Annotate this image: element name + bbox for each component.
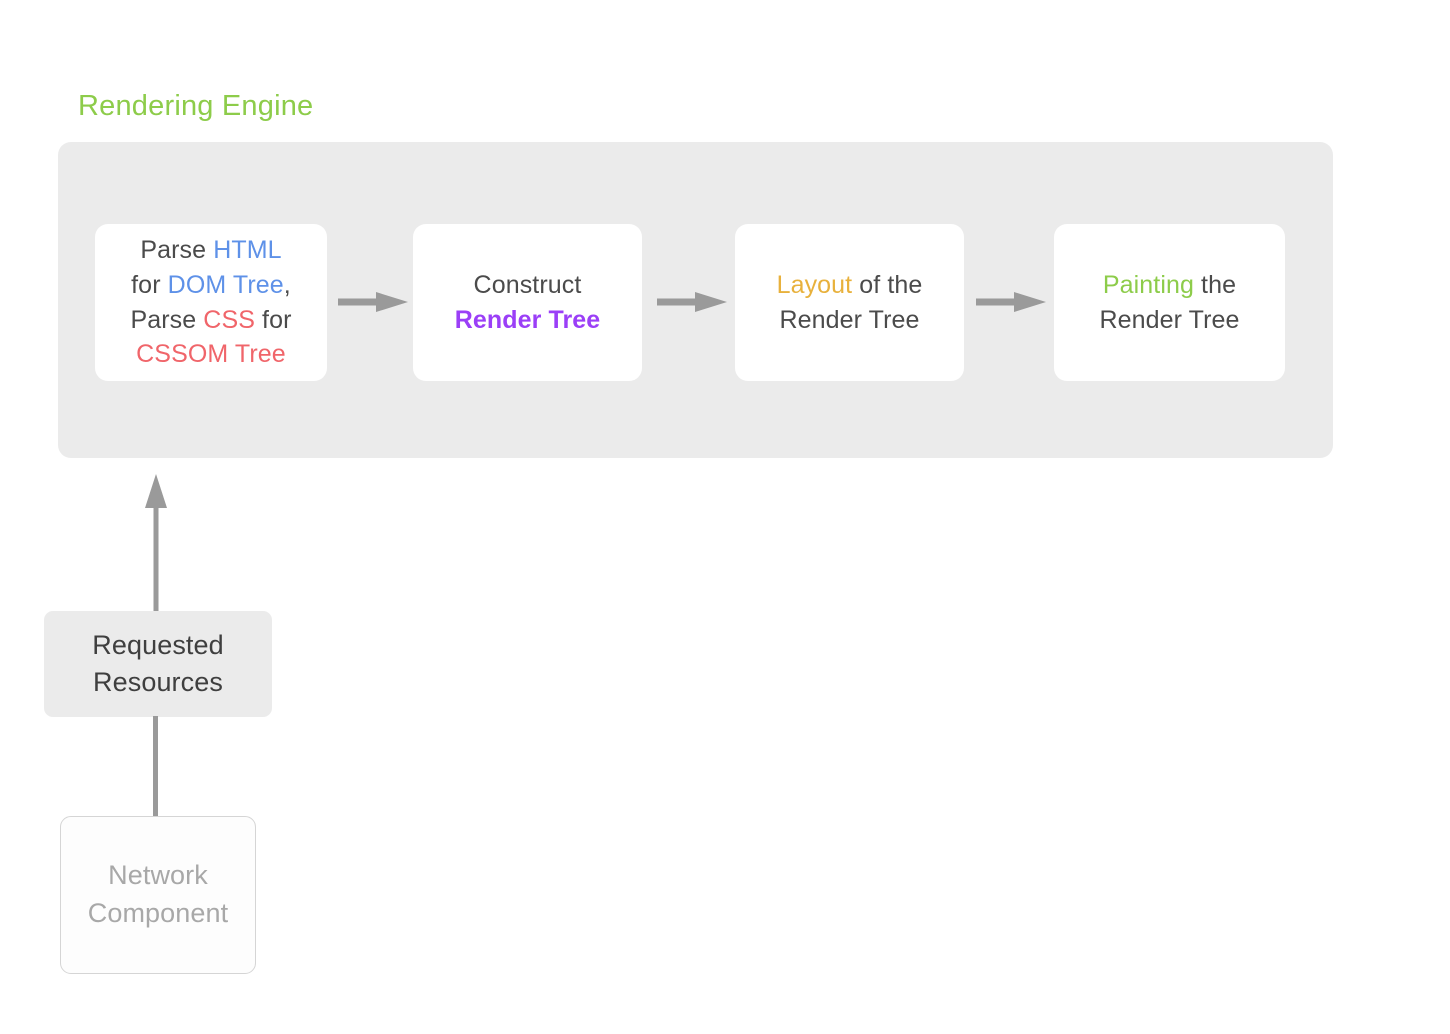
arrow-right-icon (338, 291, 408, 313)
network-component-box[interactable]: Network Component (60, 816, 256, 974)
arrow-right-icon (657, 291, 727, 313)
connector-line-network-to-resources (153, 716, 158, 818)
arrow-right-icon (976, 291, 1046, 313)
network-component-label: Network Component (87, 860, 229, 928)
page-title: Rendering Engine (78, 90, 314, 122)
requested-resources-box[interactable]: Requested Resources (44, 611, 272, 717)
requested-resources-label: Requested Resources (92, 629, 224, 697)
arrow-up-icon (136, 472, 178, 612)
